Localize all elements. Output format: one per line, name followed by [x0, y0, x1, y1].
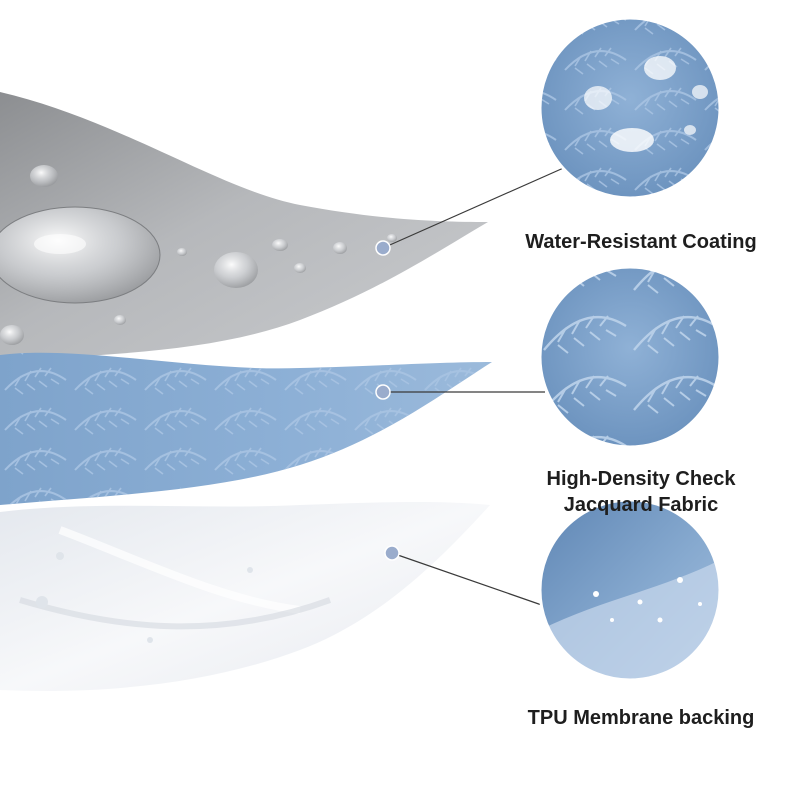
- leader-line-3: [384, 545, 557, 611]
- leader-line-2: [375, 384, 545, 400]
- gray-coating-layer: [0, 92, 488, 360]
- blue-jacquard-layer: [0, 352, 492, 505]
- label-line: TPU Membrane backing: [527, 707, 755, 729]
- detail-circle-coating: [538, 16, 722, 200]
- label-water-resistant-coating: Water-Resistant Coating: [491, 229, 791, 255]
- white-tpu-layer: [0, 501, 490, 691]
- label-line: Water-Resistant Coating: [525, 231, 757, 253]
- label-jacquard-fabric: High-Density Check Jacquard Fabric: [491, 466, 791, 518]
- label-line: Jacquard Fabric: [563, 494, 719, 516]
- label-tpu-membrane: TPU Membrane backing: [491, 705, 791, 731]
- leader-line-1: [375, 165, 569, 256]
- detail-circle-jacquard: [538, 265, 722, 449]
- detail-circle-membrane: [538, 498, 722, 682]
- label-line: High-Density Check: [546, 468, 736, 490]
